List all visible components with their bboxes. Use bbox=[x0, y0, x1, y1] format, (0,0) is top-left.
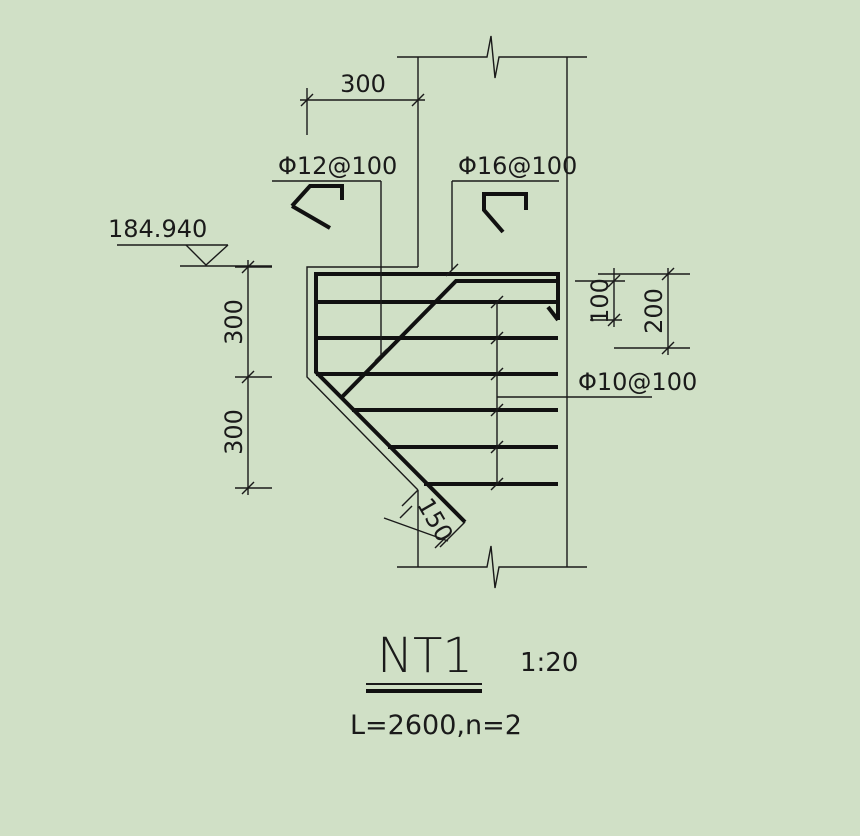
dim-right: 100 200 bbox=[575, 267, 690, 355]
right-hook-sketch bbox=[482, 192, 528, 234]
dim-right-large-label: 200 bbox=[640, 288, 668, 334]
dim-slope: 150 bbox=[383, 489, 466, 549]
dim-top-width-label: 300 bbox=[340, 70, 386, 98]
dim-left-lower-label: 300 bbox=[220, 409, 248, 455]
drawing-scale: 1:20 bbox=[520, 648, 578, 678]
main-stirrup bbox=[314, 272, 560, 524]
rebar bbox=[314, 272, 560, 524]
dim-left: 300 300 bbox=[220, 260, 272, 495]
dim-right-small-label: 100 bbox=[586, 278, 614, 324]
elevation-label: 184.940 bbox=[108, 215, 207, 243]
inclined-bar bbox=[340, 279, 558, 399]
title-block: NT1 1:20 L=2600,n=2 bbox=[350, 628, 578, 741]
callout-horizontal-label: Φ10@100 bbox=[578, 368, 697, 396]
left-hook-sketch bbox=[290, 184, 344, 230]
drawing-subtitle: L=2600,n=2 bbox=[350, 710, 522, 741]
callout-horizontal: Φ10@100 bbox=[490, 295, 697, 491]
callout-left: Φ12@100 bbox=[272, 152, 397, 362]
callout-left-label: Φ12@100 bbox=[278, 152, 397, 180]
dim-left-upper-label: 300 bbox=[220, 299, 248, 345]
dim-top-width: 300 bbox=[300, 70, 425, 135]
callout-right-label: Φ16@100 bbox=[458, 152, 577, 180]
drawing-title: NT1 bbox=[377, 628, 473, 684]
wall-outline bbox=[306, 35, 587, 589]
callout-right: Φ16@100 bbox=[445, 152, 577, 277]
elevation-mark: 184.940 bbox=[108, 215, 272, 267]
